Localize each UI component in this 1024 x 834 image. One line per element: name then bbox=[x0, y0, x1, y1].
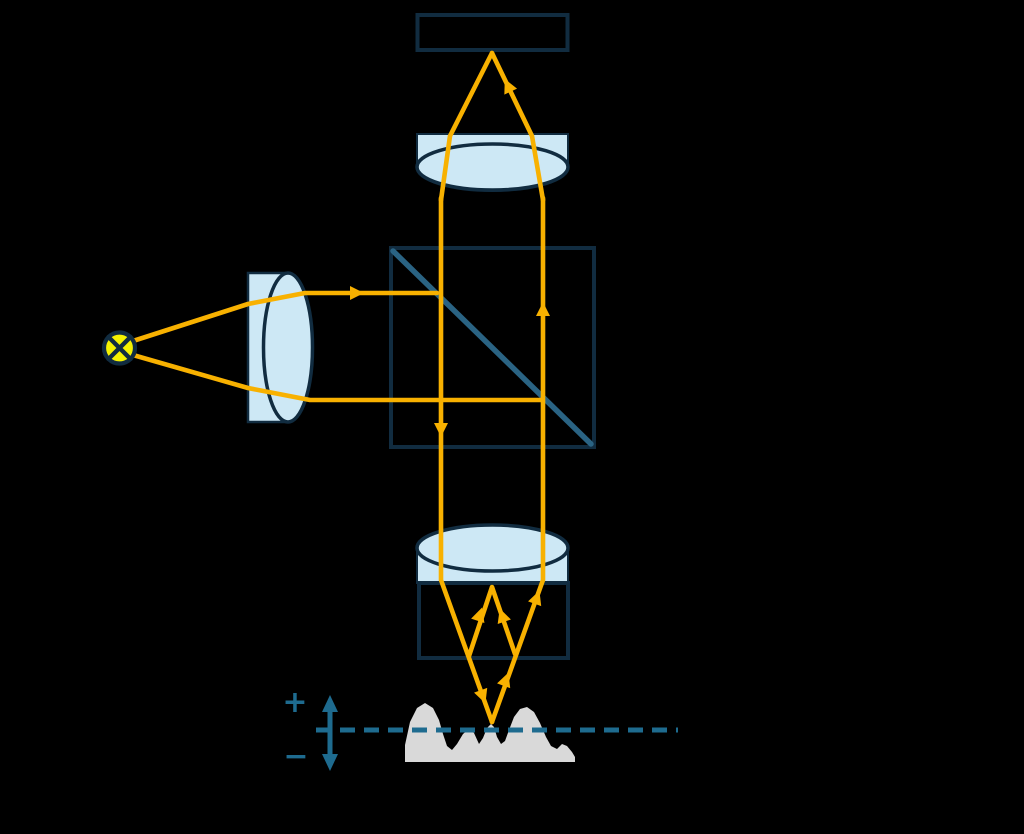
source-ray-upper bbox=[130, 290, 440, 344]
lamp-cross-line-2 bbox=[106, 334, 133, 362]
ray-arrowhead-to-focus bbox=[474, 687, 488, 704]
detector-ray-left bbox=[438, 50, 495, 203]
internal-reflected-rays bbox=[466, 584, 518, 659]
height-axis-up-arrowhead bbox=[322, 695, 338, 712]
tube-lens-ellipse bbox=[415, 142, 570, 192]
illumination-ray-down bbox=[438, 195, 495, 725]
beamsplitter-cube bbox=[389, 246, 596, 449]
collimator-lens-ellipse bbox=[261, 271, 315, 424]
height-axis-arrow bbox=[322, 695, 338, 771]
ray-arrowhead-up-barrel bbox=[528, 590, 542, 607]
plus-label: + bbox=[282, 685, 307, 720]
ray-arrowhead-internal-right bbox=[497, 608, 511, 625]
detector-box bbox=[415, 13, 570, 52]
objective-lens-ellipse bbox=[415, 523, 570, 573]
ray-arrowhead-down-cube bbox=[434, 423, 448, 437]
minus-label: − bbox=[283, 739, 308, 774]
objective-barrel bbox=[417, 581, 570, 660]
height-axis-down-arrowhead bbox=[322, 754, 338, 771]
detection-ray-up bbox=[489, 195, 546, 725]
ray-arrowhead-up-cube bbox=[536, 302, 550, 316]
ray-arrowhead-right bbox=[350, 286, 364, 300]
ray-arrowhead-internal-left bbox=[471, 607, 485, 623]
source-ray-lower bbox=[130, 352, 545, 403]
lamp-icon bbox=[101, 330, 138, 366]
ray-arrowhead-to-detector bbox=[504, 78, 518, 95]
beamsplitter-diagonal bbox=[390, 248, 594, 447]
ray-arrowhead-from-focus bbox=[497, 672, 511, 689]
